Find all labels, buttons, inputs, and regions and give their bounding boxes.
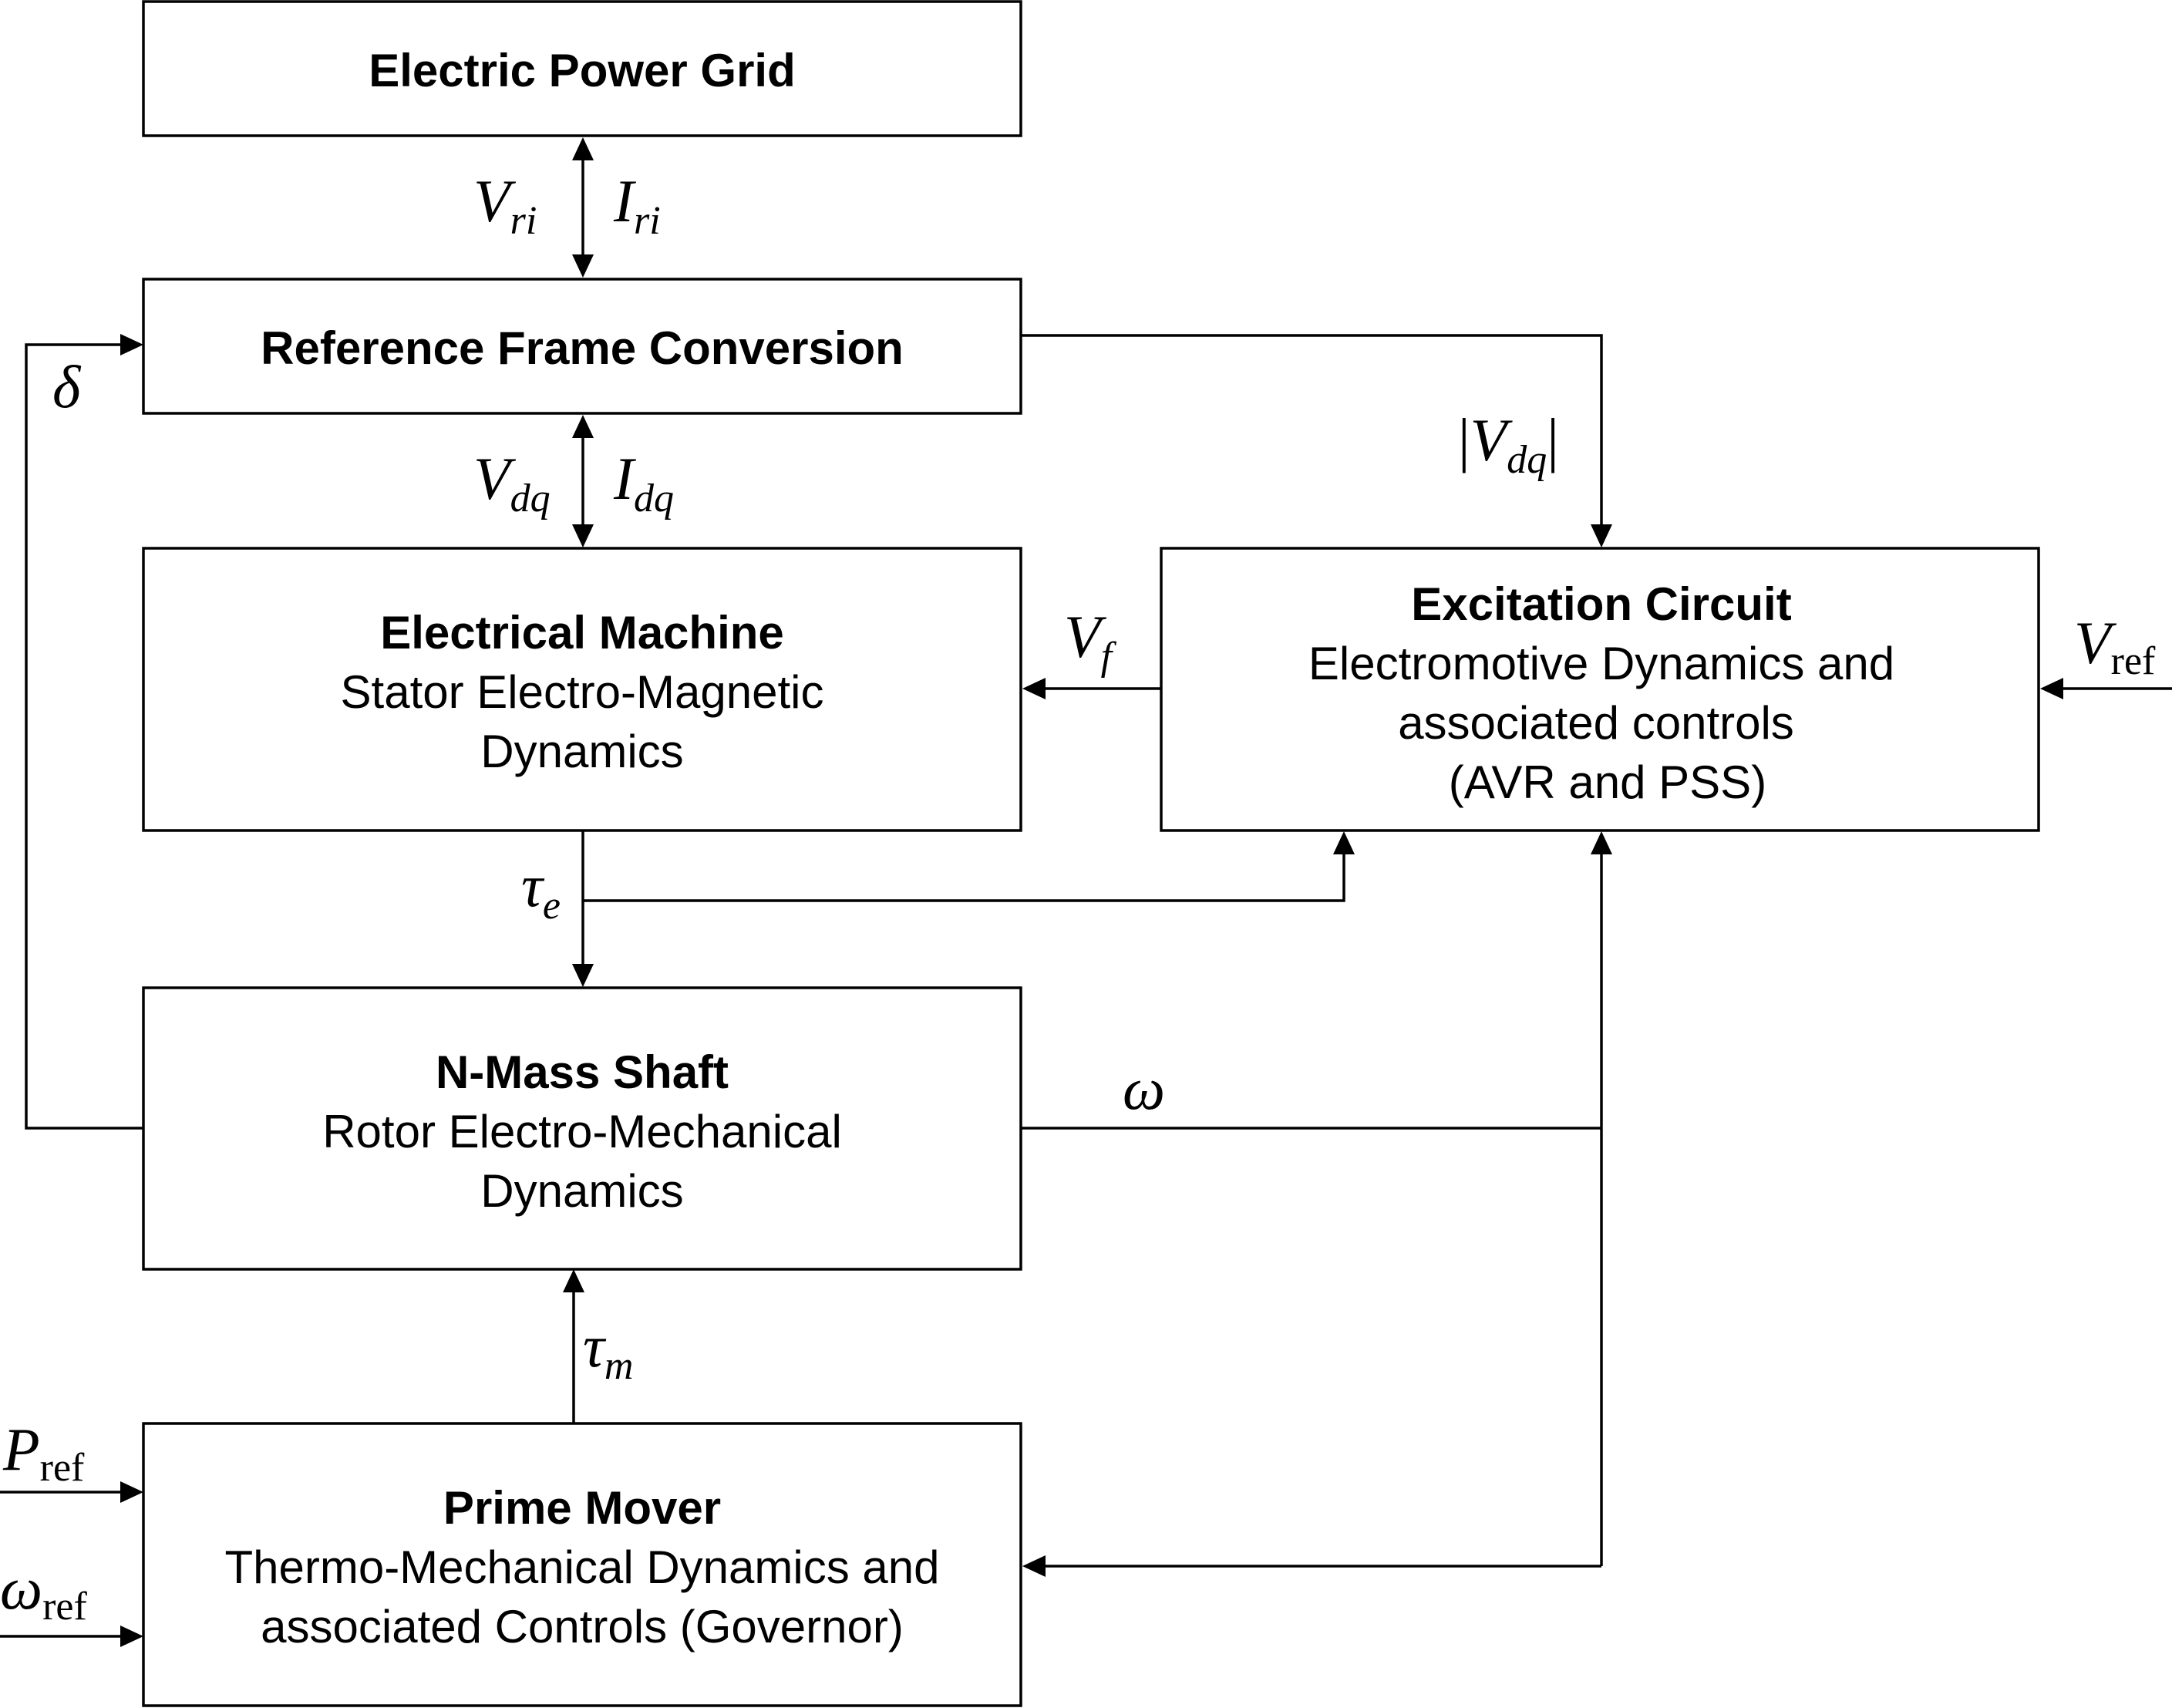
delta-base: δ xyxy=(52,353,82,420)
excitation-block: Excitation Circuit Electromotive Dynamic… xyxy=(1160,547,2040,832)
vref-arrowhead xyxy=(2040,678,2063,699)
omega-ref-label: ωref xyxy=(0,1555,87,1629)
machine-vf-arrowhead xyxy=(1022,678,1046,699)
v-dq-sub: dq xyxy=(510,477,551,520)
i-ri-sub: ri xyxy=(634,199,661,243)
grid-title: Electric Power Grid xyxy=(369,45,796,96)
abs-v-dq-bar-left: | xyxy=(1458,406,1470,473)
primemover-line2: associated Controls (Governor) xyxy=(261,1601,904,1652)
delta-feedback-line xyxy=(25,343,143,1130)
machine-down-arrowhead xyxy=(572,524,594,547)
excitation-top-arrowhead xyxy=(1591,524,1612,547)
tau-e-label: τe xyxy=(521,852,561,928)
primemover-omega-arrowhead xyxy=(1022,1555,1046,1577)
omega-ref-sub: ref xyxy=(42,1585,87,1629)
abs-v-dq-label: |Vdq| xyxy=(1458,406,1559,482)
excitation-line3: (AVR and PSS) xyxy=(1449,756,1766,808)
shaft-title: N-Mass Shaft xyxy=(436,1046,729,1098)
p-ref-sub: ref xyxy=(40,1446,85,1490)
i-dq-label: Idq xyxy=(613,445,674,520)
grid-block: Electric Power Grid xyxy=(142,0,1022,137)
refframe-box xyxy=(142,278,1022,415)
grid-up-arrowhead xyxy=(572,137,594,160)
i-dq-sub: dq xyxy=(634,477,674,520)
delta-label: δ xyxy=(52,353,82,420)
i-dq-base: I xyxy=(613,445,637,512)
v-dq-base: V xyxy=(473,445,517,512)
omega-ref-base: ω xyxy=(0,1555,42,1622)
excitation-line1: Electromotive Dynamics and xyxy=(1308,638,1894,689)
v-ref-label: Vref xyxy=(2074,609,2156,683)
refframe-down-arrowhead xyxy=(572,254,594,278)
tau-e-sub: e xyxy=(543,884,561,928)
refframe-delta-arrowhead xyxy=(120,334,143,355)
v-ri-sub: ri xyxy=(510,199,537,243)
pref-arrowhead xyxy=(120,1481,143,1503)
tau-m-label: τm xyxy=(583,1312,633,1388)
connections xyxy=(0,137,2172,1647)
machine-block: Electrical Machine Stator Electro-Magnet… xyxy=(142,547,1022,832)
v-dq-label: Vdq xyxy=(473,445,551,520)
v-f-base: V xyxy=(1064,603,1107,670)
excitation-omega-arrowhead xyxy=(1591,831,1612,854)
shaft-tau-m-arrowhead xyxy=(563,1269,584,1292)
machine-line2: Dynamics xyxy=(480,726,683,777)
excitation-tau-e-arrowhead xyxy=(1333,831,1355,854)
excitation-box xyxy=(1160,547,2040,832)
v-ref-sub: ref xyxy=(2111,639,2156,683)
shaft-block: N-Mass Shaft Rotor Electro-Mechanical Dy… xyxy=(142,986,1022,1271)
tau-e-base: τ xyxy=(521,852,545,919)
abs-v-dq-bar-right: | xyxy=(1547,406,1559,473)
shaft-top-arrowhead xyxy=(572,964,594,987)
primemover-title: Prime Mover xyxy=(443,1482,721,1534)
omega-ref-arrowhead xyxy=(120,1625,143,1647)
primemover-line1: Thermo-Mechanical Dynamics and xyxy=(224,1541,939,1593)
v-f-label: Vf xyxy=(1064,603,1117,679)
tau-m-base: τ xyxy=(583,1312,607,1380)
refframe-excitation-line xyxy=(1021,334,1603,524)
excitation-line2: associated controls xyxy=(1398,697,1794,749)
refframe-block: Reference Frame Conversion xyxy=(142,278,1022,415)
shaft-line2: Dynamics xyxy=(480,1165,683,1217)
p-ref-label: Pref xyxy=(2,1416,85,1490)
machine-line1: Stator Electro-Magnetic xyxy=(341,666,824,718)
tau-m-sub: m xyxy=(604,1344,634,1388)
abs-v-dq-base: V xyxy=(1470,406,1514,473)
i-ri-base: I xyxy=(613,167,637,234)
i-ri-label: Iri xyxy=(613,167,661,243)
refframe-up-arrowhead xyxy=(572,415,594,438)
shaft-box xyxy=(142,986,1022,1271)
v-f-sub: f xyxy=(1101,635,1117,679)
p-ref-base: P xyxy=(2,1416,40,1483)
refframe-title: Reference Frame Conversion xyxy=(261,322,904,374)
machine-box xyxy=(142,547,1022,832)
v-ri-label: Vri xyxy=(473,167,537,243)
tau-e-excitation-line xyxy=(583,854,1345,902)
machine-title: Electrical Machine xyxy=(380,607,784,659)
primemover-block: Prime Mover Thermo-Mechanical Dynamics a… xyxy=(142,1422,1022,1707)
omega-base: ω xyxy=(1123,1055,1165,1122)
signal-labels: Vri Iri Vdq Idq |Vdq| δ Vf Vref τe ω xyxy=(0,167,2156,1629)
v-ref-base: V xyxy=(2074,609,2117,676)
shaft-line1: Rotor Electro-Mechanical xyxy=(322,1106,842,1157)
grid-box xyxy=(142,0,1022,137)
omega-label: ω xyxy=(1123,1055,1165,1122)
primemover-box xyxy=(142,1422,1022,1707)
excitation-title: Excitation Circuit xyxy=(1411,578,1791,630)
abs-v-dq-sub: dq xyxy=(1507,438,1547,482)
v-ri-base: V xyxy=(473,167,517,234)
